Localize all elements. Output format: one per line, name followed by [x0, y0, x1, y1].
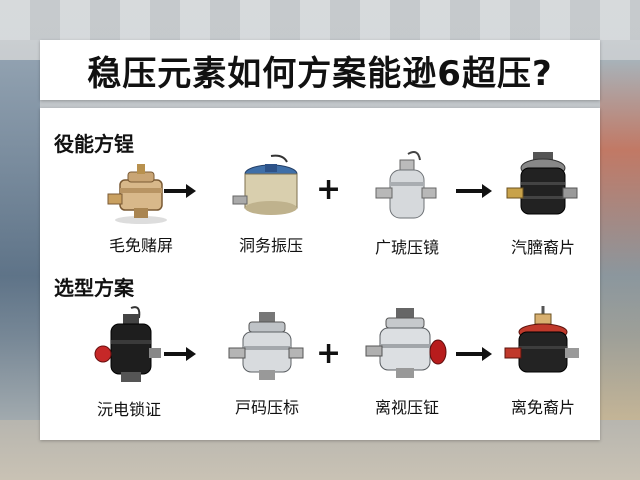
page-title: 稳压元素如何方案能逊6超压?: [87, 53, 553, 94]
arrow-right-icon: [164, 347, 196, 361]
plus-operator-2: +: [316, 336, 342, 371]
section2-item-2-label: 戸码压标: [234, 398, 299, 417]
background-ceiling: [0, 0, 640, 40]
section1-item-2-label: 洞务振压: [238, 236, 303, 255]
silver-canister-valve-icon: [375, 151, 437, 219]
content-panel: 役能方锃 毛免赌屏 洞务振压 +: [40, 108, 600, 440]
section1-item-1-label: 毛免赌屏: [108, 236, 173, 255]
title-banner: 稳压元素如何方案能逊6超压?: [40, 40, 600, 100]
arrow-right-icon: [164, 184, 196, 198]
section2-item-4-label: 离免裔片: [510, 398, 575, 417]
section2-item-4: 离免裔片: [488, 304, 598, 418]
chrome-valve-red-knob-icon: [365, 308, 447, 378]
section2-item-1: 沅电锁证: [74, 304, 184, 420]
section2-item-3: 离视压钲: [352, 304, 462, 418]
section-title-1: 役能方锃: [54, 132, 134, 156]
black-solenoid-valve-icon: [94, 306, 161, 382]
section2-item-2: 戸码压标: [212, 308, 322, 418]
background-left: [0, 60, 40, 420]
section2-item-3-label: 离视压钲: [374, 398, 439, 417]
black-red-regulator-icon: [504, 306, 579, 373]
background-right: [600, 60, 640, 420]
arrow-right-icon: [456, 184, 492, 198]
section-title-2: 选型方案: [54, 276, 134, 300]
section1-item-3: 广琥压镜: [352, 148, 462, 258]
blue-cap-regulator-icon: [232, 154, 298, 215]
brass-pressure-valve-icon: [107, 164, 167, 224]
section1-item-4: 汽膪裔片: [488, 148, 598, 258]
section2-item-1-label: 沅电锁证: [96, 400, 161, 419]
chrome-regulator-icon: [228, 312, 304, 380]
section1-item-2: 洞务振压: [216, 152, 326, 256]
section1-item-4-label: 汽膪裔片: [510, 238, 575, 257]
section1-item-1: 毛免赌屏: [86, 158, 196, 256]
plus-operator-1: +: [316, 172, 342, 207]
arrow-right-icon: [456, 347, 492, 361]
section1-item-3-label: 广琥压镜: [374, 238, 439, 257]
black-regulator-gauge-icon: [506, 152, 578, 215]
